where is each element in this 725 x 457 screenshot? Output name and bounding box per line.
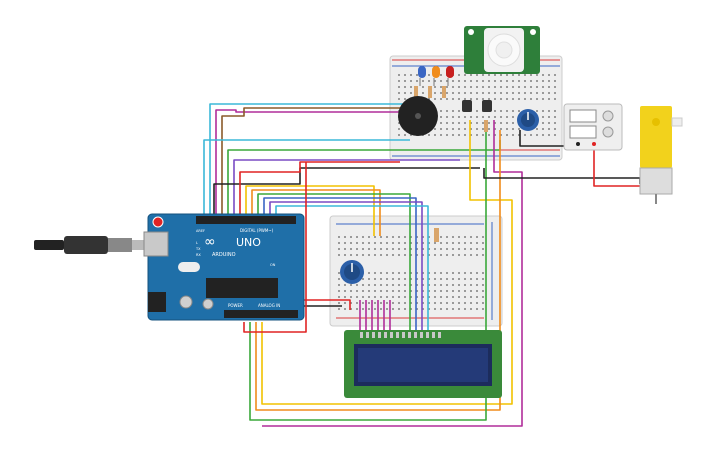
arduino-aref-label: AREF [196, 229, 205, 233]
wire-brown [221, 107, 405, 214]
wire-green-2 [257, 193, 411, 330]
wire-yellow-top [261, 120, 513, 405]
dc-gear-motor [639, 106, 683, 204]
wire-orange-1 [251, 189, 381, 236]
wire-red-top [239, 161, 400, 214]
arduino-l-label: L [196, 241, 198, 245]
arduino-logo-text: UNO [236, 236, 261, 249]
led-red [446, 66, 454, 86]
wire-purple-2 [269, 201, 423, 330]
arduino-on-label: ON [270, 263, 276, 267]
wire-yellow-1 [245, 185, 375, 236]
arduino-tx-label: TX [195, 247, 201, 251]
wire-magenta-top [262, 120, 523, 427]
wire-purple [233, 159, 460, 214]
wire-red-long [243, 162, 307, 333]
arduino-brand-text: ARDUINO [212, 252, 236, 258]
wire-magenta [215, 109, 405, 214]
wire-black-psu [519, 130, 580, 147]
wire-lcd-data [359, 300, 391, 330]
arduino-infinity-logo: ∞ [204, 234, 216, 250]
arduino-rx-label: RX [196, 253, 201, 257]
piezo-buzzer [398, 96, 438, 136]
potentiometer-lower [340, 260, 364, 284]
wire-cyan-3 [275, 205, 429, 330]
arduino-analog-label: ANALOG IN [258, 303, 280, 308]
wires [203, 103, 641, 427]
pir-sensor [464, 26, 540, 74]
wire-cyan-2 [203, 139, 410, 214]
potentiometer-top [517, 109, 539, 131]
led-orange [432, 66, 440, 86]
arduino-power-label: POWER [228, 303, 243, 308]
wire-orange-top [255, 130, 501, 411]
transistor [462, 100, 492, 112]
usb-cable [34, 236, 152, 254]
wire-blue-1 [263, 197, 417, 330]
wire-black-motor [483, 168, 641, 184]
arduino-digital-label: DIGITAL (PWM~) [240, 228, 274, 233]
wire-green-long [249, 130, 487, 421]
lcd-16x2 [344, 330, 502, 398]
led-blue [418, 66, 426, 86]
wire-black-top [213, 167, 480, 214]
arduino-uno: ∞ UNO ARDUINO DIGITAL (PWM~) POWER ANALO… [143, 213, 305, 321]
resistors-top [414, 86, 488, 132]
resistor-lower [434, 228, 439, 242]
wire-red-motor [593, 144, 640, 187]
bench-power-supply [563, 103, 623, 151]
